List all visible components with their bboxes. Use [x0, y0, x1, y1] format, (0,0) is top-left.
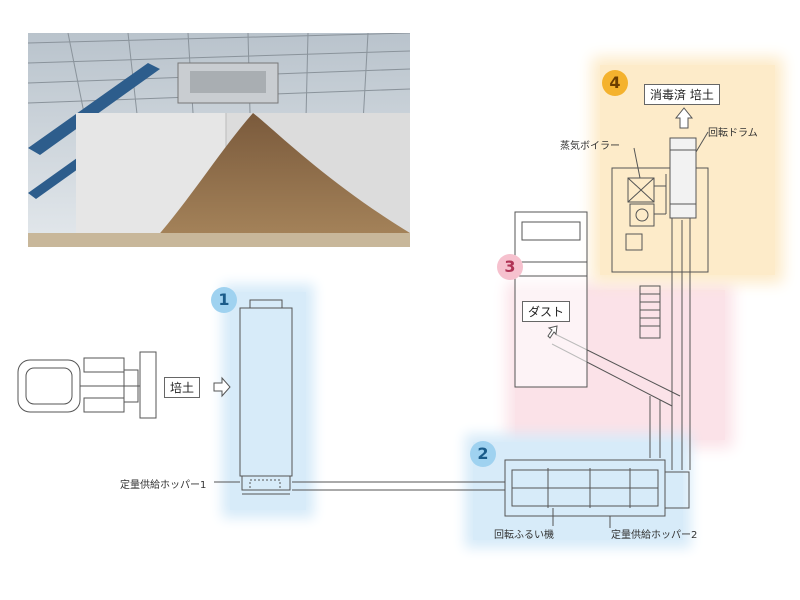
- steam-boiler-label: 蒸気ボイラー: [560, 141, 620, 152]
- hopper-1-label: 定量供給ホッパー1: [120, 480, 207, 491]
- rotary-drum-label: 回転ドラム: [708, 128, 758, 139]
- facility-photo: [28, 33, 410, 247]
- input-arrow-icon: [213, 376, 231, 398]
- screen-zone: [473, 442, 683, 540]
- screen-label: 回転ふるい機: [494, 530, 554, 541]
- step-1-badge: 1: [211, 287, 237, 313]
- hopper-1-zone: [230, 292, 306, 510]
- step-4-badge: 4: [602, 70, 628, 96]
- input-soil-label: 培土: [164, 377, 201, 398]
- dust-arrow-icon: [547, 325, 558, 339]
- output-soil-label: 消毒済 培土: [644, 84, 720, 105]
- wheel-loader-icon: [17, 351, 157, 419]
- dust-label: ダスト: [522, 301, 571, 322]
- output-arrow-icon: [674, 107, 694, 129]
- step-2-badge: 2: [470, 441, 496, 467]
- hopper-2-label: 定量供給ホッパー2: [611, 530, 698, 541]
- step-3-badge: 3: [497, 254, 523, 280]
